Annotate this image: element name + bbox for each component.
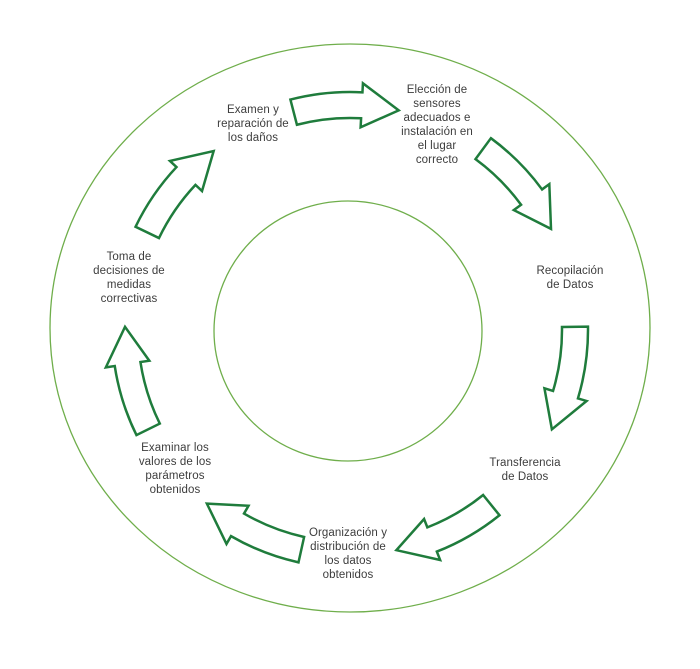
cycle-step-label-transferencia: Transferencia de Datos <box>489 456 561 483</box>
cycle-arrow-1 <box>288 80 402 130</box>
outer-ring-circle <box>49 43 651 613</box>
cycle-step-label-toma: Toma de decisiones de medidas correctiva… <box>93 250 165 306</box>
cycle-arrow-3 <box>542 325 590 432</box>
cycle-step-label-organizacion: Organización y distribución de los datos… <box>308 526 388 582</box>
cycle-arrow-4 <box>394 493 502 562</box>
cycle-step-label-examinar: Examinar los valores de los parámetros o… <box>138 441 212 497</box>
cycle-step-label-eleccion: Elección de sensores adecuados e instala… <box>401 83 473 167</box>
cycle-arrow-7 <box>133 149 216 240</box>
inner-ring-circle <box>213 200 483 462</box>
cycle-step-label-recopilacion: Recopilación de Datos <box>536 264 604 291</box>
cycle-arrow-2 <box>473 136 553 231</box>
cycle-arrow-5 <box>204 502 306 564</box>
cycle-arrow-6 <box>103 324 162 437</box>
cycle-step-label-examen: Examen y reparación de los daños <box>217 103 289 145</box>
cycle-arrows-group <box>103 80 590 564</box>
